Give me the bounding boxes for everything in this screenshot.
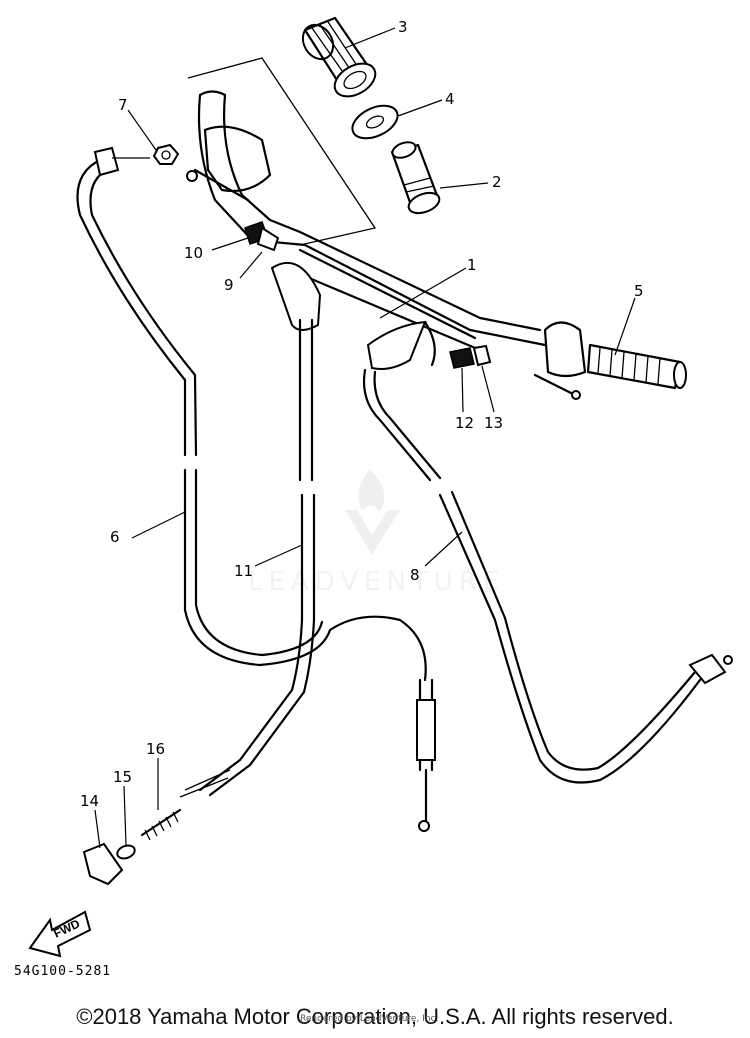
watermark-text: LEADVENTURE <box>248 567 505 597</box>
cable-11 <box>179 318 316 798</box>
callout-7: 7 <box>118 96 128 114</box>
diagram-code: 54G100-5281 <box>14 964 112 979</box>
cable-8 <box>362 368 733 784</box>
adjuster-12 <box>449 347 475 369</box>
callout-3: 3 <box>398 18 408 36</box>
cap-14 <box>82 842 124 886</box>
cable-holder-8 <box>366 320 436 370</box>
carb-cable-end <box>416 678 436 832</box>
nut-7 <box>152 143 180 165</box>
throttle-housing <box>186 125 272 202</box>
forward-arrow-icon: FWD <box>28 910 92 958</box>
callout-11: 11 <box>234 562 253 580</box>
cable-housing-9 <box>270 262 322 331</box>
callout-14: 14 <box>80 792 99 810</box>
callout-1: 1 <box>467 256 477 274</box>
leader-lines <box>94 27 636 849</box>
washer-4 <box>351 104 399 140</box>
callout-2: 2 <box>492 173 502 191</box>
adjuster-10 <box>244 221 280 252</box>
locknut-13 <box>472 344 492 367</box>
callout-4: 4 <box>445 90 455 108</box>
throttle-tube-2 <box>390 141 441 215</box>
spring-16 <box>140 808 182 841</box>
callout-5: 5 <box>634 282 644 300</box>
callout-9: 9 <box>224 276 234 294</box>
grip-5 <box>533 321 687 400</box>
callouts: 3 4 2 1 5 6 7 8 9 10 11 12 13 14 15 16 <box>80 18 644 810</box>
render-credit: Rendered by LeadVenture, Inc. <box>300 1014 439 1024</box>
plug-15 <box>116 844 136 860</box>
copyright-notice: ©2018 Yamaha Motor Corporation, U.S.A. A… <box>76 1004 674 1029</box>
callout-13: 13 <box>484 414 503 432</box>
callout-8: 8 <box>410 566 420 584</box>
assembly-bracket <box>187 57 377 246</box>
callout-12: 12 <box>455 414 474 432</box>
callout-15: 15 <box>113 768 132 786</box>
callout-10: 10 <box>184 244 203 262</box>
callout-6: 6 <box>110 528 120 546</box>
callout-16: 16 <box>146 740 165 758</box>
grip-3 <box>301 16 377 98</box>
watermark-logo: LEADVENTURE <box>248 470 505 597</box>
